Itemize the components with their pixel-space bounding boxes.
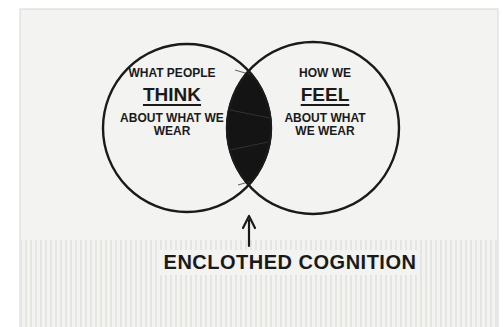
- circle-text: WHAT PEOPLE: [128, 67, 215, 81]
- intersection-fill: [226, 41, 400, 215]
- leader-arrow: [248, 220, 250, 246]
- emphasis-word: THINK: [143, 84, 201, 106]
- arrow-head: [243, 216, 255, 228]
- circle-text: HOW WE: [299, 67, 351, 81]
- circle-text: ABOUT WHAT WE WEAR: [117, 112, 227, 140]
- venn-circle: HOW WE FEEL ABOUT WHAT WE WEAR: [226, 41, 400, 215]
- circle-text: ABOUT WHAT WE WEAR: [277, 112, 373, 140]
- concept-label: ENCLOTHED COGNITION: [160, 250, 421, 275]
- napkin: [20, 9, 498, 327]
- napkin-pleats: [21, 240, 497, 327]
- emphasis-word: FEEL: [301, 84, 350, 106]
- venn-circle: WHAT PEOPLE THINK ABOUT WHAT WE WEAR: [102, 43, 272, 213]
- text-column: WHAT PEOPLE THINK ABOUT WHAT WE WEAR: [117, 67, 227, 139]
- text-column: HOW WE FEEL ABOUT WHAT WE WEAR: [277, 67, 373, 139]
